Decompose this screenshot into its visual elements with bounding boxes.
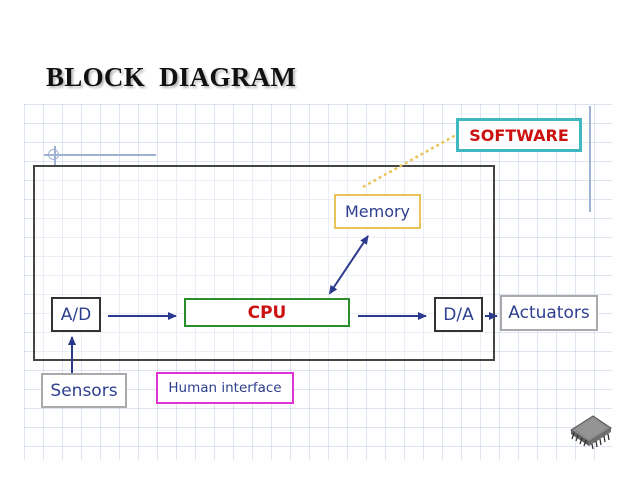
ad-converter-block: A/D <box>51 297 101 332</box>
microchip-icon <box>570 415 612 450</box>
embedded-system-boundary <box>33 165 495 361</box>
memory-block: Memory <box>334 194 421 229</box>
cpu-block: CPU <box>184 298 350 327</box>
crosshair-horizontal-line <box>44 154 156 156</box>
actuators-block: Actuators <box>500 295 598 331</box>
software-block: SOFTWARE <box>456 118 582 152</box>
slide-title: BLOCK DIAGRAM <box>46 62 297 92</box>
human-interface-block: Human interface <box>156 372 294 404</box>
decorative-vertical-line <box>589 106 591 212</box>
sensors-block: Sensors <box>41 373 127 408</box>
crosshair-circle-icon <box>48 149 59 160</box>
da-converter-block: D/A <box>434 297 483 332</box>
